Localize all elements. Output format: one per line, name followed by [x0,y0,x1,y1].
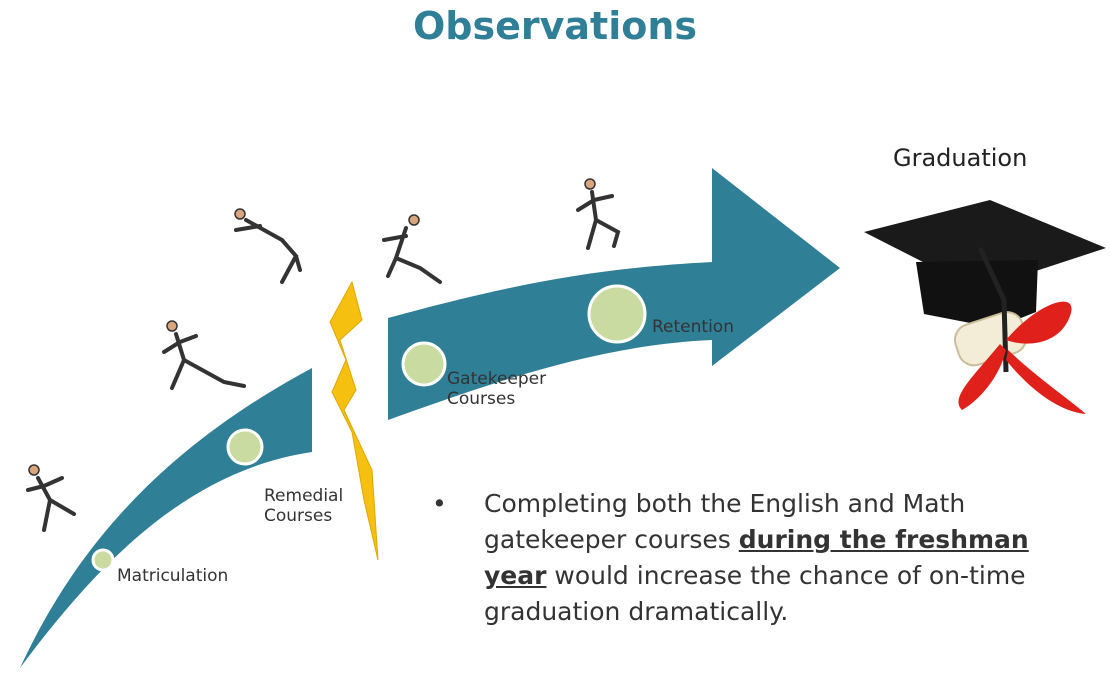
stage-node-matriculation [91,548,115,572]
lightning-bolt-icon [329,280,379,561]
graduation-cap-icon [864,200,1106,414]
stage-node-retention [587,284,647,344]
jumper-figure-icon [26,464,76,532]
jumper-figure-icon [162,320,246,390]
stage-label-retention: Retention [652,317,734,337]
jumper-figure-icon [234,208,302,284]
stage-label-gatekeeper: Gatekeeper Courses [447,369,547,409]
stage-node-remedial [226,428,264,466]
page-title: Observations [412,4,698,48]
stage-label-matriculation: Matriculation [117,566,229,586]
jumper-figure-icon [576,178,621,250]
bullet-text: Completing both the English and Math gat… [484,489,1029,626]
stage-node-gatekeeper [401,341,447,387]
goal-label: Graduation [893,144,1028,172]
bullet-emphasis: during the freshman year [484,525,1029,590]
stage-label-remedial: Remedial Courses [264,486,344,526]
jumper-figure-icon [382,214,442,284]
bullet-icon: • [432,489,447,518]
